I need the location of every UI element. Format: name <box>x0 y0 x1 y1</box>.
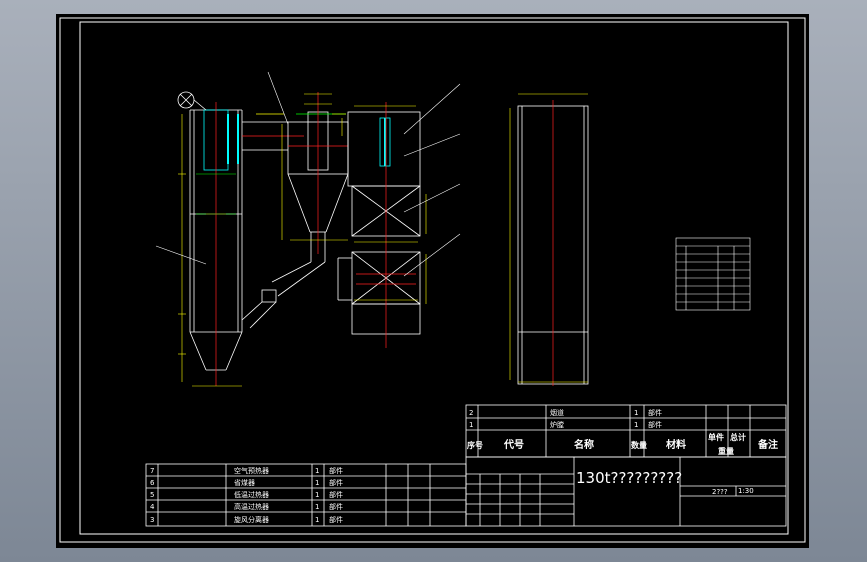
upper-row-qty: 1 <box>634 421 638 429</box>
lower-row-qty: 1 <box>315 491 319 499</box>
header-code: 代号 <box>503 438 524 451</box>
boiler-drawing: 2 烟道 1 部件 1 炉膛 1 部件 序号 代号 名称 数量 材料 单件 总计… <box>59 17 806 543</box>
lower-row-no: 5 <box>150 491 154 499</box>
upper-row-remark: 部件 <box>648 420 662 429</box>
header-single: 单件 <box>708 432 724 442</box>
lower-row-no: 7 <box>150 467 154 475</box>
lower-row-remark: 部件 <box>329 490 343 499</box>
outer-border <box>59 17 806 543</box>
lower-row-name: 空气预热器 <box>234 466 269 475</box>
header-remark: 备注 <box>757 438 778 451</box>
furnace-view <box>177 91 243 371</box>
lower-row-remark: 部件 <box>329 466 343 475</box>
lower-row-remark: 部件 <box>329 515 343 524</box>
furnace-outlet-duct <box>242 113 288 151</box>
upper-row-no: 1 <box>469 421 473 429</box>
header-name: 名称 <box>574 438 594 451</box>
header-no: 序号 <box>467 440 483 450</box>
lower-row-name: 高温过热器 <box>234 502 269 511</box>
lower-row-qty: 1 <box>315 516 319 524</box>
lower-row-remark: 部件 <box>329 478 343 487</box>
lower-row-name: 旋风分离器 <box>234 515 269 524</box>
lower-row-no: 3 <box>150 516 154 524</box>
drawing-sheet[interactable]: 2 烟道 1 部件 1 炉膛 1 部件 序号 代号 名称 数量 材料 单件 总计… <box>56 14 809 548</box>
parts-list-upper-rows: 2 烟道 1 部件 1 炉膛 1 部件 <box>469 408 662 429</box>
upper-row-no: 2 <box>469 409 473 417</box>
sheet-info: 2??? <box>712 488 728 496</box>
inner-border <box>79 21 789 535</box>
drawing-title: 130t????????? <box>576 469 682 487</box>
lower-row-no: 6 <box>150 479 155 487</box>
upper-row-remark: 部件 <box>648 408 662 417</box>
upper-row-name: 炉膛 <box>550 420 564 429</box>
lower-row-remark: 部件 <box>329 502 343 511</box>
part-leaders <box>155 71 461 277</box>
parts-list-upper-header: 序号 代号 名称 数量 材料 单件 总计 重量 备注 <box>467 432 778 456</box>
scale-value: 1:30 <box>738 487 754 495</box>
header-material: 材料 <box>666 438 686 451</box>
lower-row-name: 省煤器 <box>234 478 255 487</box>
cyclone-separator <box>241 111 349 329</box>
header-total: 总计 <box>730 432 746 442</box>
header-qty: 数量 <box>631 440 647 450</box>
furnace-dimensions <box>178 114 242 387</box>
upper-row-qty: 1 <box>634 409 638 417</box>
lower-row-no: 4 <box>150 503 155 511</box>
lower-row-qty: 1 <box>315 467 319 475</box>
header-weight: 重量 <box>718 446 734 456</box>
side-view-dimensions <box>509 93 588 383</box>
parameter-table <box>675 237 751 311</box>
lower-row-name: 低温过热器 <box>234 490 269 499</box>
parts-list-lower-grid <box>145 463 467 527</box>
back-pass <box>337 111 421 335</box>
title-block-grid <box>465 456 787 527</box>
upper-row-name: 烟道 <box>550 408 564 417</box>
cyclone-dimensions <box>281 93 348 241</box>
lower-row-qty: 1 <box>315 503 319 511</box>
lower-row-qty: 1 <box>315 479 319 487</box>
parts-list-lower-rows: 7 空气预热器 1 部件 6 省煤器 1 部件 5 低温过热器 1 部件 4 高… <box>150 466 343 524</box>
